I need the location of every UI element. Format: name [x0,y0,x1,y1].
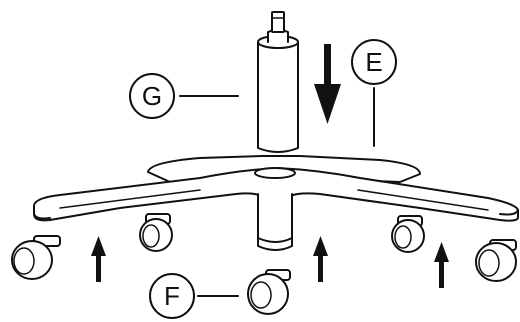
caster-back-left [139,213,173,252]
label-e-callout: E [351,39,397,147]
arrow-up-icon-right [434,242,449,288]
five-star-base [33,155,519,251]
gas-cylinder [257,11,299,153]
caster-front-left [11,235,61,280]
arrow-up-icon-center [313,236,328,282]
label-g-callout: G [129,73,239,119]
arrow-down-icon [314,44,341,124]
arrow-up-icon-left [91,236,106,282]
label-e: E [365,47,382,77]
caster-front-center [247,269,291,315]
label-f: F [164,281,180,311]
label-g: G [142,81,162,111]
label-f-callout: F [149,273,239,319]
caster-back-right [391,215,425,253]
caster-front-right [475,239,517,282]
